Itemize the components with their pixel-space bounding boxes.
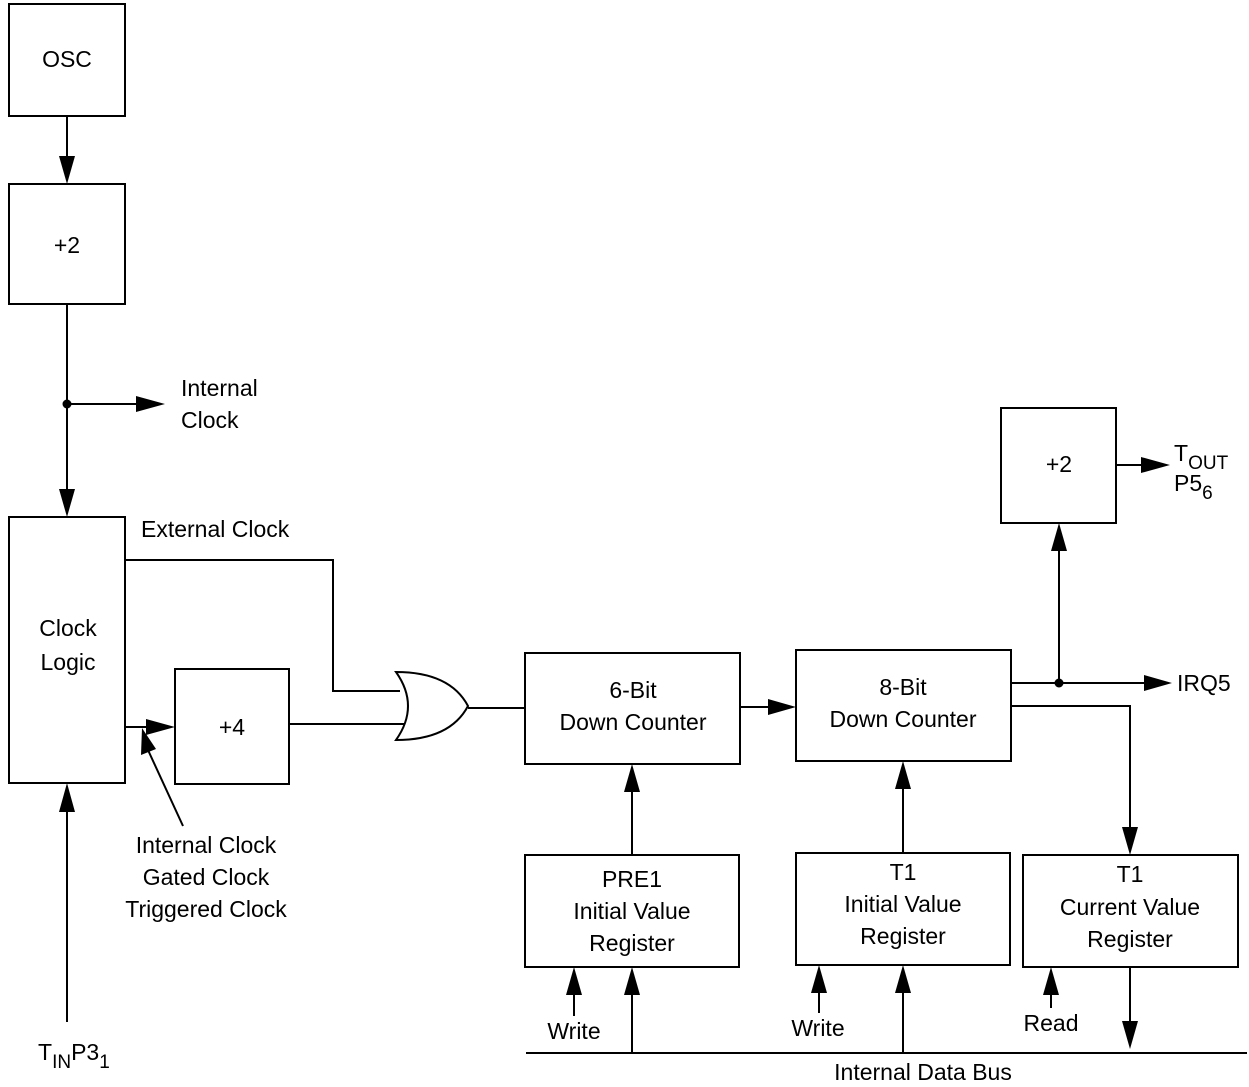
internal-clock-output-wire — [67, 396, 165, 412]
internal-clock-label-line2: Clock — [181, 407, 239, 433]
six-bit-to-eight-bit-counter-wire — [740, 699, 796, 715]
six-bit-counter-label-line2: Down Counter — [559, 709, 706, 735]
external-clock-label: External Clock — [141, 516, 290, 542]
t1-initial-register-label-line1: T1 — [890, 859, 917, 885]
t1-current-register-label-line2: Current Value — [1060, 894, 1200, 920]
clock-mode-internal-label: Internal Clock — [136, 832, 277, 858]
irq5-label: IRQ5 — [1177, 670, 1231, 696]
clock-modes-pointer-line — [141, 728, 184, 827]
t1-initial-register-label-line3: Register — [860, 923, 946, 949]
six-bit-down-counter-block: 6-Bit Down Counter — [524, 652, 741, 765]
clock-logic-label-line2: Logic — [41, 649, 96, 675]
tin-port: P3 — [71, 1039, 99, 1065]
eight-bit-down-counter-block: 8-Bit Down Counter — [795, 649, 1012, 762]
external-clock-wire — [125, 559, 400, 692]
divide-by-2-output-block: +2 — [1000, 407, 1117, 524]
t1-current-register-label-line3: Register — [1087, 926, 1173, 952]
clock-logic-to-divide-by-4-wire — [125, 719, 175, 735]
p56-label: P56 — [1174, 470, 1213, 504]
divide-by-4-block: +4 — [174, 668, 290, 785]
tin-p31-label: TINP31 — [38, 1039, 110, 1073]
tout-base: T — [1174, 440, 1188, 466]
osc-block: OSC — [8, 3, 126, 117]
tin-port-subscript: 1 — [99, 1052, 110, 1073]
write-t1-arrow — [811, 965, 827, 1013]
osc-to-divider-wire — [59, 116, 75, 184]
p56-subscript: 6 — [1202, 483, 1213, 504]
t1-initial-register-label-line2: Initial Value — [844, 891, 961, 917]
read-t1-label: Read — [1024, 1010, 1079, 1036]
pre1-initial-value-register-block: PRE1 Initial Value Register — [524, 854, 740, 968]
write-t1-label: Write — [791, 1015, 844, 1041]
tin-subscript: IN — [52, 1052, 71, 1073]
or-gate — [394, 670, 470, 742]
p56-base: P5 — [1174, 470, 1202, 496]
pre1-register-label-line2: Initial Value — [573, 898, 690, 924]
eight-bit-counter-to-current-register-wire — [1011, 705, 1138, 855]
write-pre1-label: Write — [547, 1018, 600, 1044]
eight-bit-counter-label-line1: 8-Bit — [879, 674, 927, 700]
divide-by-2-prescale-block: +2 — [8, 183, 126, 305]
divide-by-2-prescale-label: +2 — [54, 232, 80, 258]
divider-to-clock-logic-wire — [59, 304, 75, 517]
eight-bit-counter-label-line2: Down Counter — [829, 706, 976, 732]
six-bit-counter-label-line1: 6-Bit — [609, 677, 657, 703]
osc-label: OSC — [42, 46, 92, 72]
t1-current-register-label-line1: T1 — [1117, 861, 1144, 887]
irq-to-divide-by-2-wire — [1051, 523, 1067, 683]
bus-to-t1-register-wire — [895, 965, 911, 1053]
read-t1-arrow — [1043, 967, 1059, 1008]
tout-label: TOUT — [1174, 440, 1229, 474]
t1-initial-value-register-block: T1 Initial Value Register — [795, 852, 1011, 966]
internal-data-bus-label: Internal Data Bus — [834, 1059, 1012, 1085]
current-register-to-bus-wire — [1122, 967, 1138, 1049]
divide-by-2-to-tout-wire — [1116, 457, 1170, 473]
divide-by-2-output-label: +2 — [1046, 451, 1072, 477]
tin-base: T — [38, 1039, 52, 1065]
tin-input-wire — [59, 783, 75, 1022]
tout-subscript: OUT — [1188, 453, 1229, 474]
divide-by-4-label: +4 — [219, 714, 245, 740]
eight-bit-counter-to-irq5-wire — [1011, 675, 1172, 691]
write-pre1-arrow — [566, 967, 582, 1016]
clock-logic-block: Clock Logic — [8, 516, 126, 784]
pre1-register-label-line3: Register — [589, 930, 675, 956]
clock-mode-gated-label: Gated Clock — [143, 864, 270, 890]
t1-current-value-register-block: T1 Current Value Register — [1022, 854, 1239, 968]
pre1-register-label-line1: PRE1 — [602, 866, 662, 892]
clock-logic-label-line1: Clock — [39, 615, 97, 641]
pre1-register-to-six-bit-counter-wire — [624, 764, 640, 855]
internal-clock-label-line1: Internal — [181, 375, 258, 401]
bus-to-pre1-register-wire — [624, 967, 640, 1053]
t1-register-to-eight-bit-counter-wire — [895, 761, 911, 853]
clock-mode-triggered-label: Triggered Clock — [125, 896, 287, 922]
